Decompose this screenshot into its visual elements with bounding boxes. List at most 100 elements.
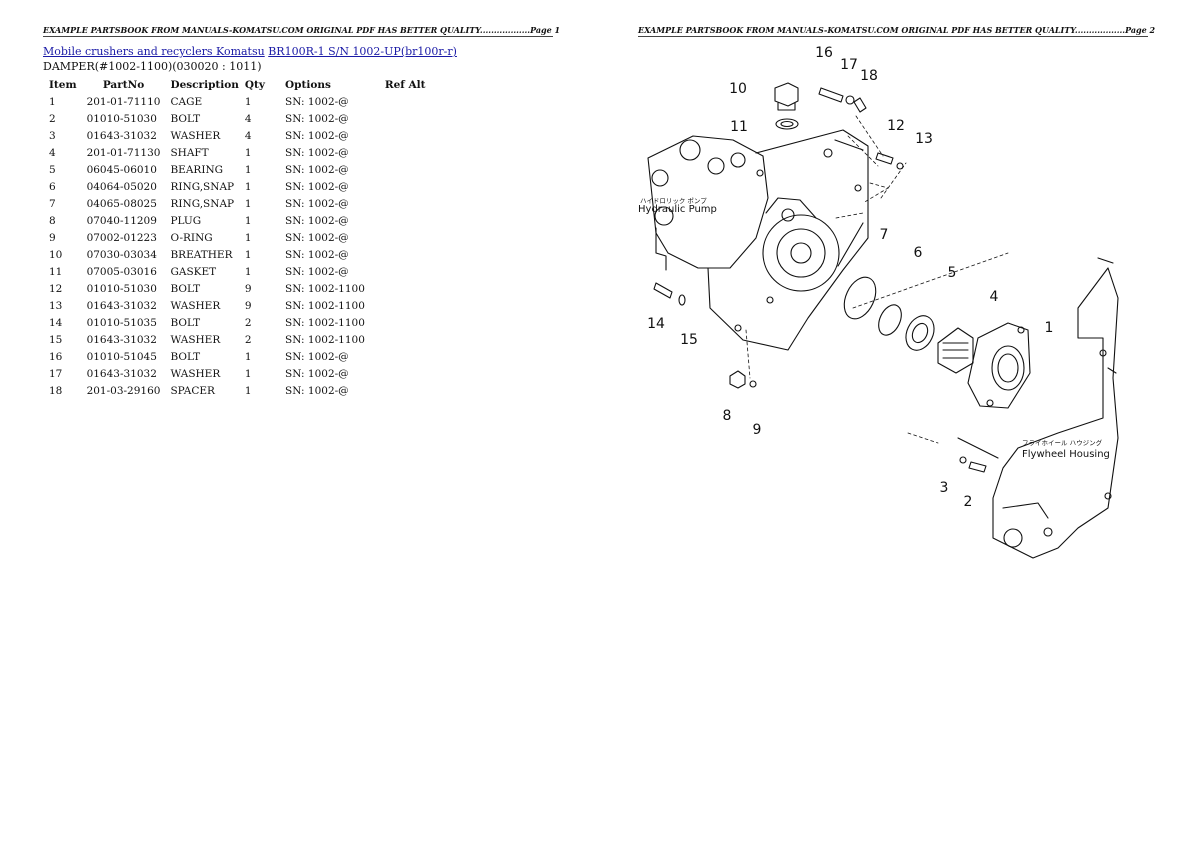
- cell-description: BOLT: [170, 282, 201, 295]
- callout-9: 9: [753, 422, 762, 438]
- cell-partno: 07040-11209: [86, 214, 157, 227]
- callout-10: 10: [729, 81, 747, 97]
- table-header-row: Item PartNo Description Qty Options Ref …: [43, 76, 429, 93]
- cell-partno: 07030-03034: [86, 248, 157, 261]
- cell-item: 13: [49, 299, 63, 312]
- cell-item: 15: [49, 333, 63, 346]
- hydraulic-pump-drawing: [647, 135, 769, 269]
- cell-options: SN: 1002-@: [285, 214, 349, 227]
- col-description: Description: [170, 78, 239, 91]
- table-row: 4 201-01-71130 SHAFT 1 SN: 1002-@: [43, 144, 429, 161]
- pump-label: Hydraulic Pump: [638, 204, 717, 215]
- cell-partno: 01643-31032: [86, 299, 157, 312]
- cell-ref-alt: [369, 229, 430, 246]
- cell-item: 18: [49, 384, 63, 397]
- cell-qty: 1: [244, 367, 252, 380]
- category-link[interactable]: Mobile crushers and recyclers Komatsu: [43, 45, 265, 58]
- cell-description: SHAFT: [170, 146, 209, 159]
- callout-3: 3: [940, 480, 949, 496]
- col-options: Options: [285, 78, 331, 91]
- cell-options: SN: 1002-@: [285, 146, 349, 159]
- callout-13: 13: [915, 131, 933, 147]
- cell-item: 10: [49, 248, 63, 261]
- cell-description: PLUG: [170, 214, 202, 227]
- cell-options: SN: 1002-1100: [285, 316, 365, 329]
- cell-partno: 04064-05020: [86, 180, 157, 193]
- cell-item: 4: [49, 146, 56, 159]
- cell-description: WASHER: [170, 333, 221, 346]
- cell-partno: 07005-03016: [86, 265, 157, 278]
- cell-options: SN: 1002-1100: [285, 282, 365, 295]
- housing-label-jp: フライホイール ハウジング: [1022, 438, 1103, 447]
- cell-item: 7: [49, 197, 56, 210]
- cell-ref-alt: [369, 110, 430, 127]
- cell-description: BOLT: [170, 350, 201, 363]
- callout-11: 11: [730, 119, 748, 135]
- housing-label: Flywheel Housing: [1022, 449, 1110, 460]
- cell-qty: 1: [244, 214, 252, 227]
- cell-item: 14: [49, 316, 63, 329]
- cell-ref-alt: [369, 382, 430, 399]
- callout-5: 5: [948, 265, 957, 281]
- cell-description: CAGE: [170, 95, 203, 108]
- callout-2: 2: [964, 494, 973, 510]
- cell-ref-alt: [369, 195, 430, 212]
- cell-partno: 07002-01223: [86, 231, 157, 244]
- cell-partno: 01643-31032: [86, 129, 157, 142]
- cell-ref-alt: [369, 178, 430, 195]
- cell-item: 2: [49, 112, 56, 125]
- cell-qty: 1: [244, 384, 252, 397]
- cell-item: 8: [49, 214, 56, 227]
- cell-description: WASHER: [170, 299, 221, 312]
- cell-partno: 01010-51030: [86, 282, 157, 295]
- cell-qty: 1: [244, 248, 252, 261]
- cell-partno: 201-01-71130: [86, 146, 161, 159]
- cell-ref-alt: [369, 314, 430, 331]
- pump-label-jp: ハイドロリック ポンプ: [640, 197, 707, 205]
- cell-description: SPACER: [170, 384, 215, 397]
- cell-item: 3: [49, 129, 56, 142]
- page-1-header: EXAMPLE PARTSBOOK FROM MANUALS-KOMATSU.C…: [43, 25, 561, 37]
- breadcrumb: Mobile crushers and recyclers Komatsu BR…: [43, 45, 457, 58]
- cell-item: 12: [49, 282, 63, 295]
- cell-item: 1: [49, 95, 56, 108]
- cell-ref-alt: [369, 331, 430, 348]
- cell-ref-alt: [369, 212, 430, 229]
- cell-qty: 1: [244, 265, 252, 278]
- cell-ref-alt: [369, 280, 430, 297]
- cell-partno: 01010-51045: [86, 350, 157, 363]
- cell-partno: 01643-31032: [86, 333, 157, 346]
- cell-qty: 1: [244, 146, 252, 159]
- cell-options: SN: 1002-@: [285, 384, 349, 397]
- cell-options: SN: 1002-@: [285, 95, 349, 108]
- cell-qty: 4: [244, 112, 252, 125]
- cell-qty: 2: [244, 316, 252, 329]
- cell-partno: 01010-51030: [86, 112, 157, 125]
- cell-partno: 01643-31032: [86, 367, 157, 380]
- cell-description: RING,SNAP: [170, 180, 235, 193]
- cell-ref-alt: [369, 365, 430, 382]
- cell-options: SN: 1002-@: [285, 265, 349, 278]
- table-row: 8 07040-11209 PLUG 1 SN: 1002-@: [43, 212, 429, 229]
- cell-item: 6: [49, 180, 56, 193]
- callout-7: 7: [880, 227, 889, 243]
- cell-options: SN: 1002-@: [285, 350, 349, 363]
- callout-16: 16: [815, 45, 833, 61]
- cell-qty: 9: [244, 299, 252, 312]
- page-2-header: EXAMPLE PARTSBOOK FROM MANUALS-KOMATSU.C…: [638, 25, 1156, 37]
- callout-labels: 16 17 18 10 11 12 13 7 6 5 4 1 14 15 8 9…: [647, 45, 1053, 510]
- cell-qty: 1: [244, 197, 252, 210]
- model-link[interactable]: BR100R-1 S/N 1002-UP(br100r-r): [268, 45, 457, 58]
- callout-8: 8: [723, 408, 732, 424]
- assembly-title: DAMPER(#1002-1100)(030020 : 1011): [43, 60, 262, 73]
- cell-options: SN: 1002-@: [285, 180, 349, 193]
